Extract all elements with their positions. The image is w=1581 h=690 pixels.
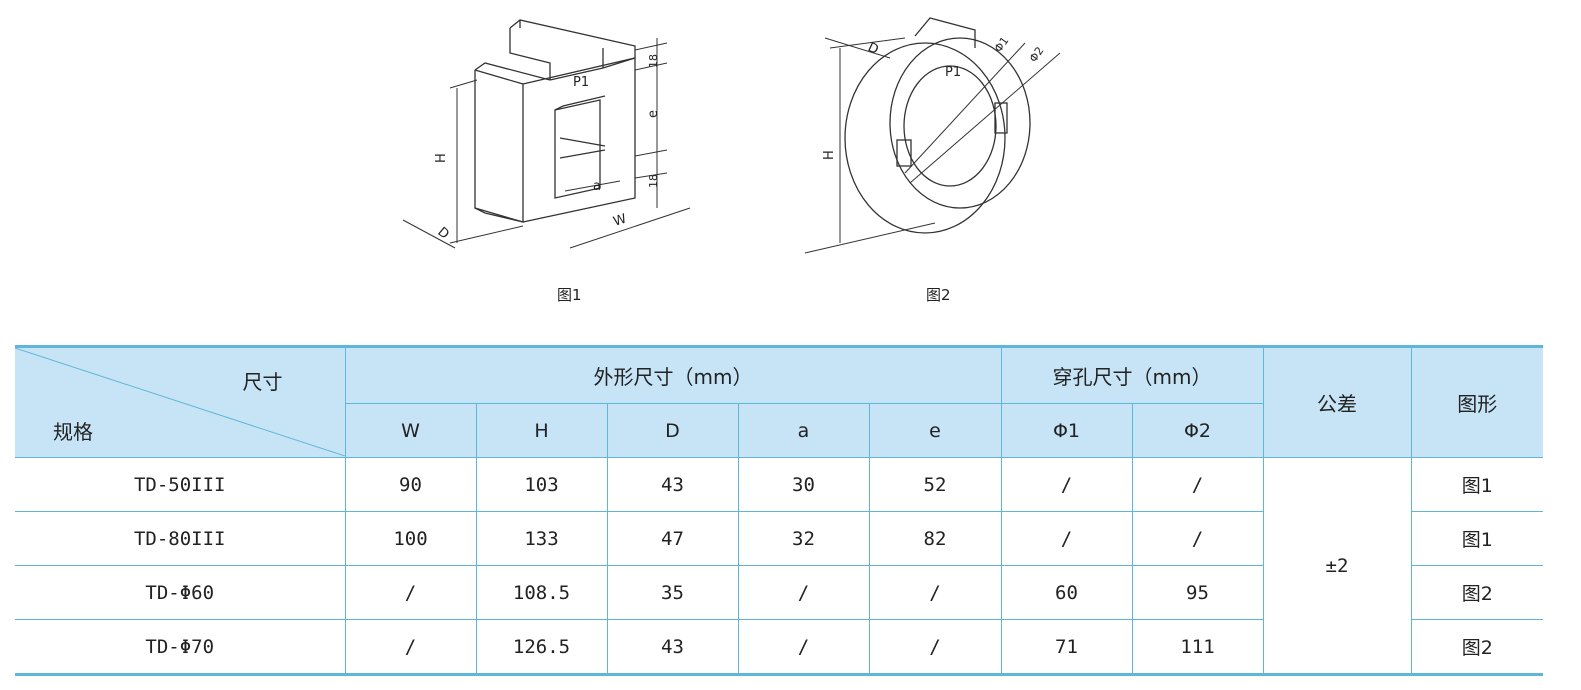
fig1-label-d: D bbox=[434, 225, 451, 243]
fig1-label-w: W bbox=[612, 212, 629, 230]
cell-w: 90 bbox=[344, 457, 477, 512]
cell-model: TD-50III bbox=[15, 457, 346, 512]
figure-2-drawing: P1 H D Φ1 Φ2 bbox=[795, 8, 1075, 258]
cell-e: / bbox=[868, 619, 1002, 675]
fig2-label-phi1: Φ1 bbox=[992, 34, 1012, 54]
cell-phi2: 95 bbox=[1131, 565, 1264, 620]
cell-phi1: 60 bbox=[1000, 565, 1133, 620]
cell-h: 103 bbox=[475, 457, 608, 512]
cell-phi1: / bbox=[1000, 511, 1133, 566]
header-hole-dimensions: 穿孔尺寸（mm） bbox=[1000, 346, 1264, 404]
header-figure: 图形 bbox=[1410, 346, 1543, 458]
cell-d: 43 bbox=[606, 457, 739, 512]
cell-phi2: / bbox=[1131, 511, 1264, 566]
table-row: TD-80III 100 133 47 32 82 / / 图1 bbox=[15, 511, 1543, 566]
figure-1-caption: 图1 bbox=[557, 286, 582, 304]
figure-2-caption: 图2 bbox=[926, 286, 951, 304]
cell-phi1: 71 bbox=[1000, 619, 1133, 675]
subheader-a: a bbox=[737, 403, 870, 458]
cell-a: / bbox=[737, 565, 870, 620]
cell-e: / bbox=[868, 565, 1002, 620]
subheader-phi2: Φ2 bbox=[1131, 403, 1263, 458]
subheader-d: D bbox=[606, 403, 739, 458]
cell-a: 32 bbox=[737, 511, 870, 566]
cell-w: / bbox=[344, 619, 477, 675]
header-model-label: 规格 bbox=[53, 420, 93, 444]
header-outer-dimensions: 外形尺寸（mm） bbox=[344, 346, 1002, 404]
cell-d: 43 bbox=[606, 619, 739, 675]
cell-d: 47 bbox=[606, 511, 739, 566]
cell-h: 133 bbox=[475, 511, 608, 566]
header-corner-cell: 尺寸 规格 bbox=[15, 346, 346, 458]
fig1-label-18-bottom: 18 bbox=[647, 174, 660, 188]
fig2-label-p1: P1 bbox=[945, 65, 961, 80]
subheader-phi1: Φ1 bbox=[1000, 403, 1133, 458]
cell-h: 108.5 bbox=[475, 565, 608, 620]
table-row: TD-Φ70 / 126.5 43 / / 71 111 图2 bbox=[15, 619, 1543, 675]
cell-tolerance: ±2 bbox=[1262, 457, 1412, 675]
cell-phi1: / bbox=[1000, 457, 1133, 512]
cell-figure: 图2 bbox=[1410, 619, 1543, 675]
table-row: TD-Φ60 / 108.5 35 / / 60 95 图2 bbox=[15, 565, 1543, 620]
header-dimension-label: 尺寸 bbox=[242, 370, 283, 394]
cell-a: / bbox=[737, 619, 870, 675]
subheader-h: H bbox=[475, 403, 608, 458]
cell-figure: 图1 bbox=[1410, 457, 1543, 512]
fig1-label-18-top: 18 bbox=[647, 54, 660, 68]
cell-model: TD-Φ70 bbox=[15, 619, 346, 675]
cell-w: 100 bbox=[344, 511, 477, 566]
cell-phi2: / bbox=[1131, 457, 1264, 512]
figure-1-drawing: P1 H D W a e 18 18 bbox=[395, 8, 705, 258]
cell-phi2: 111 bbox=[1131, 619, 1264, 675]
header-tolerance: 公差 bbox=[1262, 346, 1412, 458]
fig1-label-e: e bbox=[646, 110, 661, 118]
cell-model: TD-Φ60 bbox=[15, 565, 346, 620]
spec-table: 尺寸 规格 外形尺寸（mm） 穿孔尺寸（mm） 公差 图形 W H D a e … bbox=[15, 345, 1543, 676]
cell-figure: 图2 bbox=[1410, 565, 1543, 620]
fig1-label-a: a bbox=[593, 179, 601, 194]
fig1-label-p1: P1 bbox=[573, 75, 589, 90]
fig2-label-h: H bbox=[822, 150, 837, 160]
cell-e: 52 bbox=[868, 457, 1002, 512]
cell-figure: 图1 bbox=[1410, 511, 1543, 566]
table-row: TD-50III 90 103 43 30 52 / / ±2 图1 bbox=[15, 457, 1543, 675]
cell-d: 35 bbox=[606, 565, 739, 620]
subheader-e: e bbox=[868, 403, 1002, 458]
cell-a: 30 bbox=[737, 457, 870, 512]
fig2-label-phi2: Φ2 bbox=[1027, 44, 1047, 64]
subheader-w: W bbox=[345, 403, 477, 458]
fig1-label-h: H bbox=[434, 153, 449, 163]
cell-h: 126.5 bbox=[475, 619, 608, 675]
cell-w: / bbox=[344, 565, 477, 620]
cell-model: TD-80III bbox=[15, 511, 346, 566]
cell-e: 82 bbox=[868, 511, 1002, 566]
